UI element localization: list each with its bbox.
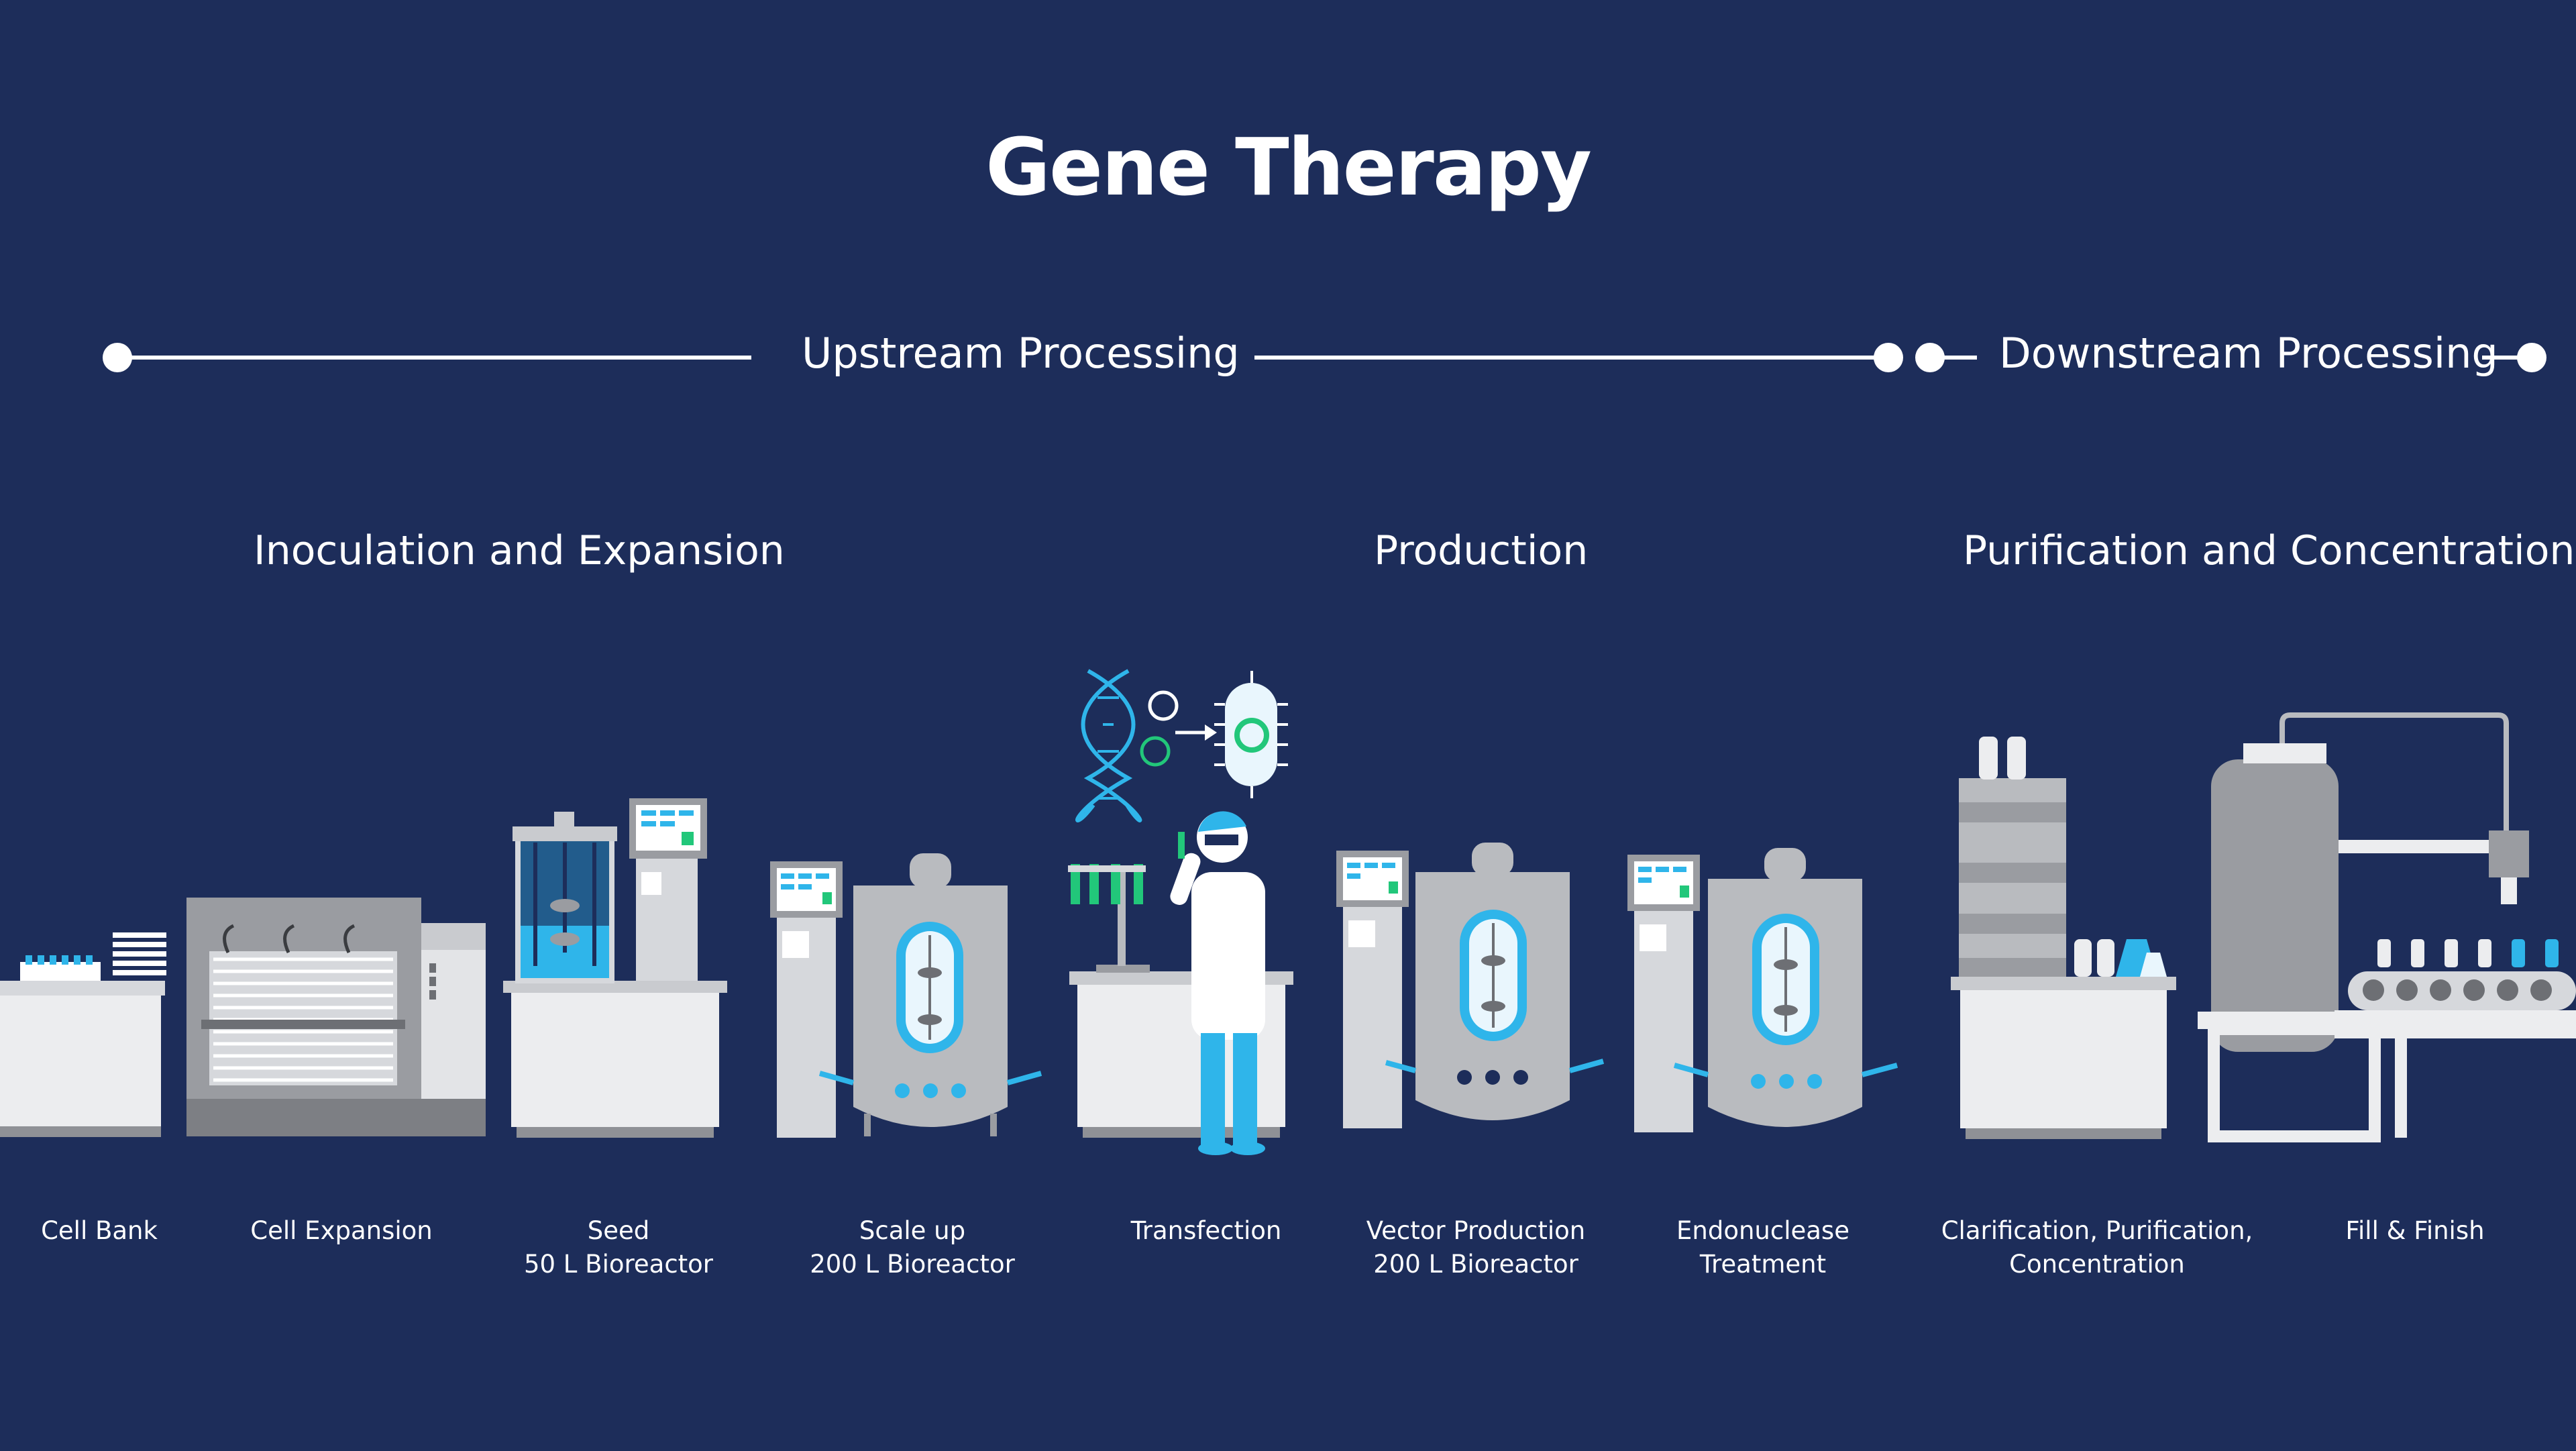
cell-expansion-illustration <box>186 898 486 1136</box>
endonuclease-illustration <box>1627 848 1898 1132</box>
phase-downstream: Downstream Processing <box>1999 329 2498 378</box>
step-seed: Seed 50 L Bioreactor <box>444 1214 793 1281</box>
scaleup-bioreactor-illustration <box>770 853 1042 1138</box>
step-cell-bank: Cell Bank <box>0 1214 274 1248</box>
step-label: Endonuclease <box>1676 1216 1849 1245</box>
step-label: Scale up <box>859 1216 966 1245</box>
stage-purification: Purification and Concentration <box>1963 527 2575 574</box>
seed-bioreactor-illustration <box>503 798 727 1138</box>
step-label: Vector Production <box>1366 1216 1586 1245</box>
step-cell-expansion: Cell Expansion <box>167 1214 516 1248</box>
timeline-line <box>117 356 751 360</box>
timeline-dot <box>1874 343 1903 372</box>
fill-finish-illustration <box>2198 712 2576 1142</box>
step-label: Treatment <box>1699 1250 1827 1279</box>
step-label: 50 L Bioreactor <box>523 1250 714 1279</box>
phase-upstream: Upstream Processing <box>802 329 1240 378</box>
vector-production-illustration <box>1336 843 1605 1128</box>
step-label: Seed <box>587 1216 650 1245</box>
step-label: Fill & Finish <box>2345 1216 2485 1245</box>
step-label: Transfection <box>1130 1216 1282 1245</box>
step-transfection: Transfection <box>1032 1214 1381 1248</box>
stage-inoculation: Inoculation and Expansion <box>254 527 785 574</box>
transfection-illustration <box>1068 669 1293 1155</box>
step-fill-finish: Fill & Finish <box>2241 1214 2576 1248</box>
timeline-line <box>1930 356 1977 360</box>
stage-production: Production <box>1374 527 1589 574</box>
step-label: 200 L Bioreactor <box>1373 1250 1578 1279</box>
step-label: 200 L Bioreactor <box>810 1250 1015 1279</box>
step-vector-production: Vector Production 200 L Bioreactor <box>1301 1214 1650 1281</box>
step-label: Concentration <box>2009 1250 2185 1279</box>
step-label: Cell Expansion <box>250 1216 433 1245</box>
step-scale-up: Scale up 200 L Bioreactor <box>738 1214 1087 1281</box>
timeline-end-dot <box>2517 343 2546 372</box>
timeline-line <box>1254 356 1888 360</box>
page-title: Gene Therapy <box>985 121 1592 213</box>
step-endonuclease: Endonuclease Treatment <box>1589 1214 1937 1281</box>
cell-bank-illustration <box>0 932 166 1137</box>
timeline-line <box>2482 356 2529 360</box>
clarification-illustration <box>1951 737 2176 1139</box>
step-label: Cell Bank <box>41 1216 158 1245</box>
step-clarification: Clarification, Purification, Concentrati… <box>1923 1214 2271 1281</box>
step-label: Clarification, Purification, <box>1941 1216 2253 1245</box>
